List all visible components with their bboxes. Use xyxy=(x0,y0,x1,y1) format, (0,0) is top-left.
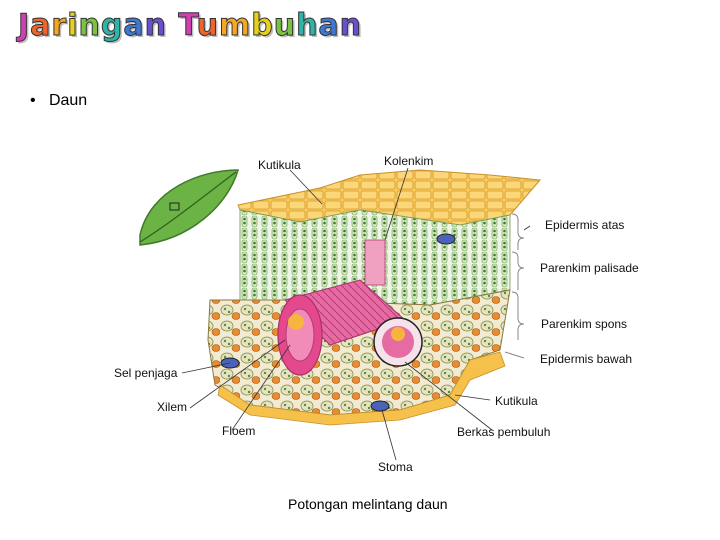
label-kutikula-top: Kutikula xyxy=(258,158,301,172)
label-epidermis-atas: Epidermis atas xyxy=(545,218,625,232)
vascular-bundle xyxy=(277,279,406,376)
label-kutikula-bottom: Kutikula xyxy=(495,394,538,408)
page-title: Jaringan Tumbuhan xyxy=(17,8,363,44)
label-parenkim-palisade: Parenkim palisade xyxy=(540,261,639,275)
label-floem: Floem xyxy=(222,424,256,438)
label-epidermis-bawah: Epidermis bawah xyxy=(540,352,633,366)
layer-brackets xyxy=(504,213,525,359)
collenchyma xyxy=(364,239,386,286)
bullet-symbol: • xyxy=(30,92,36,109)
bullet-text: Daun xyxy=(48,92,88,109)
label-xilem: Xilem xyxy=(157,400,188,414)
figure-caption: Potongan melintang daun xyxy=(288,496,448,512)
label-stoma: Stoma xyxy=(378,460,413,474)
bullet-item: • Daun xyxy=(30,92,87,110)
stoma-bottom xyxy=(370,400,390,412)
vascular-bundle-magnified xyxy=(373,317,423,367)
stoma-top xyxy=(436,233,456,245)
label-berkas-pembuluh: Berkas pembuluh xyxy=(457,425,551,439)
leader-lines xyxy=(181,167,531,461)
label-kolenkim: Kolenkim xyxy=(384,154,434,168)
lower-epidermis xyxy=(217,351,506,426)
label-sel-penjaga: Sel penjaga xyxy=(114,366,178,380)
whole-leaf-illustration xyxy=(139,169,239,246)
label-parenkim-spons: Parenkim spons xyxy=(541,317,628,331)
